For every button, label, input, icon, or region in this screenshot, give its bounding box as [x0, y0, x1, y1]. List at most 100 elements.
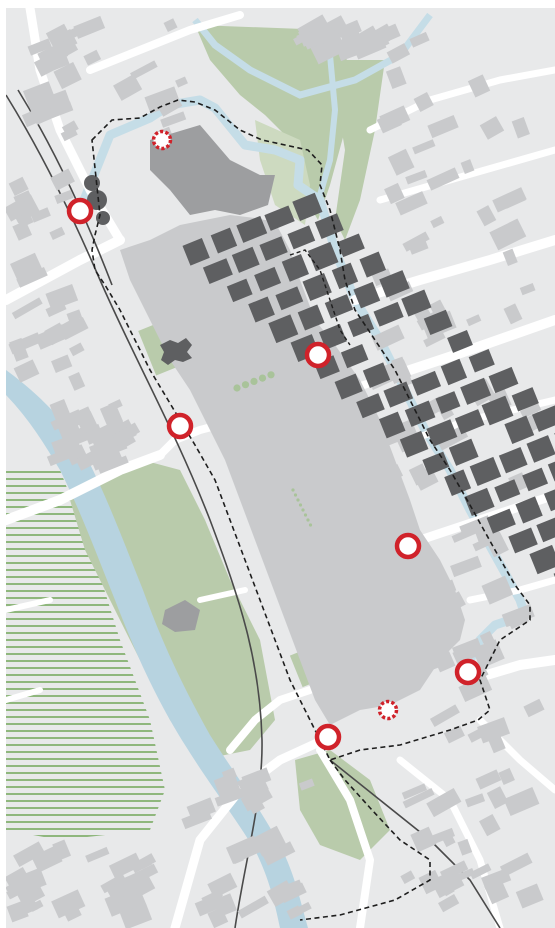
old-town-block	[435, 391, 461, 414]
building	[467, 729, 483, 743]
building	[423, 331, 446, 348]
gate-south-marker[interactable]	[314, 723, 342, 751]
old-town-block	[399, 430, 429, 458]
old-town-block	[334, 373, 363, 400]
old-town-block	[426, 419, 458, 447]
building	[144, 86, 181, 114]
old-town-block	[379, 270, 410, 298]
building	[457, 867, 475, 881]
building	[237, 771, 269, 800]
building	[100, 873, 127, 894]
building	[401, 783, 428, 800]
building	[53, 62, 82, 90]
building	[320, 29, 343, 50]
building	[430, 215, 445, 229]
building	[477, 717, 511, 744]
building	[502, 248, 518, 267]
old-town-block	[378, 411, 406, 439]
old-town-block	[356, 393, 385, 419]
building	[484, 531, 509, 558]
building	[88, 443, 123, 471]
building	[59, 37, 79, 57]
building	[384, 182, 405, 205]
building	[68, 372, 86, 391]
building	[237, 895, 269, 919]
old-town-block	[488, 366, 519, 394]
old-town-block	[373, 301, 404, 327]
building	[59, 316, 89, 340]
building	[413, 91, 434, 112]
building	[160, 111, 187, 128]
old-town-block	[182, 238, 210, 266]
old-town-block	[526, 435, 555, 463]
tree-icon	[306, 518, 310, 522]
old-town-block	[383, 381, 414, 408]
building	[286, 905, 303, 920]
gate-north-former-marker[interactable]	[151, 129, 173, 151]
building	[489, 218, 527, 251]
old-town-block	[481, 395, 514, 426]
building	[386, 43, 411, 64]
tree-icon	[258, 374, 267, 382]
building	[229, 847, 244, 865]
old-town-block	[469, 456, 502, 487]
old-town-block	[522, 467, 549, 492]
building	[402, 788, 435, 809]
building	[430, 827, 455, 845]
building	[408, 463, 431, 486]
building	[410, 826, 437, 853]
building	[21, 103, 54, 128]
old-town-block	[508, 527, 538, 554]
gate-west-park-marker[interactable]	[166, 412, 194, 440]
building	[13, 359, 40, 383]
building	[54, 189, 74, 204]
building	[503, 787, 540, 817]
old-town-block	[468, 349, 495, 373]
tree-icon	[267, 371, 275, 379]
building	[458, 674, 493, 703]
old-town-block	[498, 446, 528, 474]
building	[469, 863, 492, 880]
gate-center-marker[interactable]	[304, 341, 332, 369]
building	[412, 139, 436, 155]
building	[379, 105, 411, 132]
building	[33, 51, 63, 77]
old-town-block	[353, 281, 381, 309]
building	[479, 639, 500, 656]
old-town-block	[440, 358, 468, 386]
east-park-strip	[330, 60, 385, 240]
building	[498, 767, 515, 786]
building	[474, 645, 505, 670]
gate-south-former-marker[interactable]	[377, 699, 399, 721]
gate-northwest-marker[interactable]	[66, 197, 94, 225]
building	[426, 787, 462, 818]
building	[371, 324, 405, 351]
building	[34, 324, 69, 350]
building	[511, 117, 530, 139]
building	[97, 455, 129, 474]
old-town-block	[231, 246, 260, 273]
old-town-block	[275, 286, 304, 311]
city-boundary	[91, 99, 531, 761]
old-town-block	[318, 323, 347, 350]
building	[13, 901, 39, 918]
gate-southeast-marker[interactable]	[454, 658, 482, 686]
building	[338, 19, 362, 39]
building	[492, 187, 527, 213]
building	[464, 793, 486, 808]
building	[49, 399, 70, 420]
building	[31, 845, 63, 873]
building	[479, 116, 505, 140]
gate-east-marker[interactable]	[394, 532, 422, 560]
building	[113, 74, 143, 101]
building	[262, 841, 296, 866]
building	[112, 422, 141, 445]
old-town-block	[254, 266, 282, 292]
old-town-block	[423, 309, 453, 336]
old-town-block	[281, 254, 309, 282]
building	[9, 337, 29, 362]
tree-icon	[298, 503, 303, 507]
building	[85, 846, 110, 863]
building	[163, 18, 178, 33]
east-canal	[317, 54, 339, 196]
